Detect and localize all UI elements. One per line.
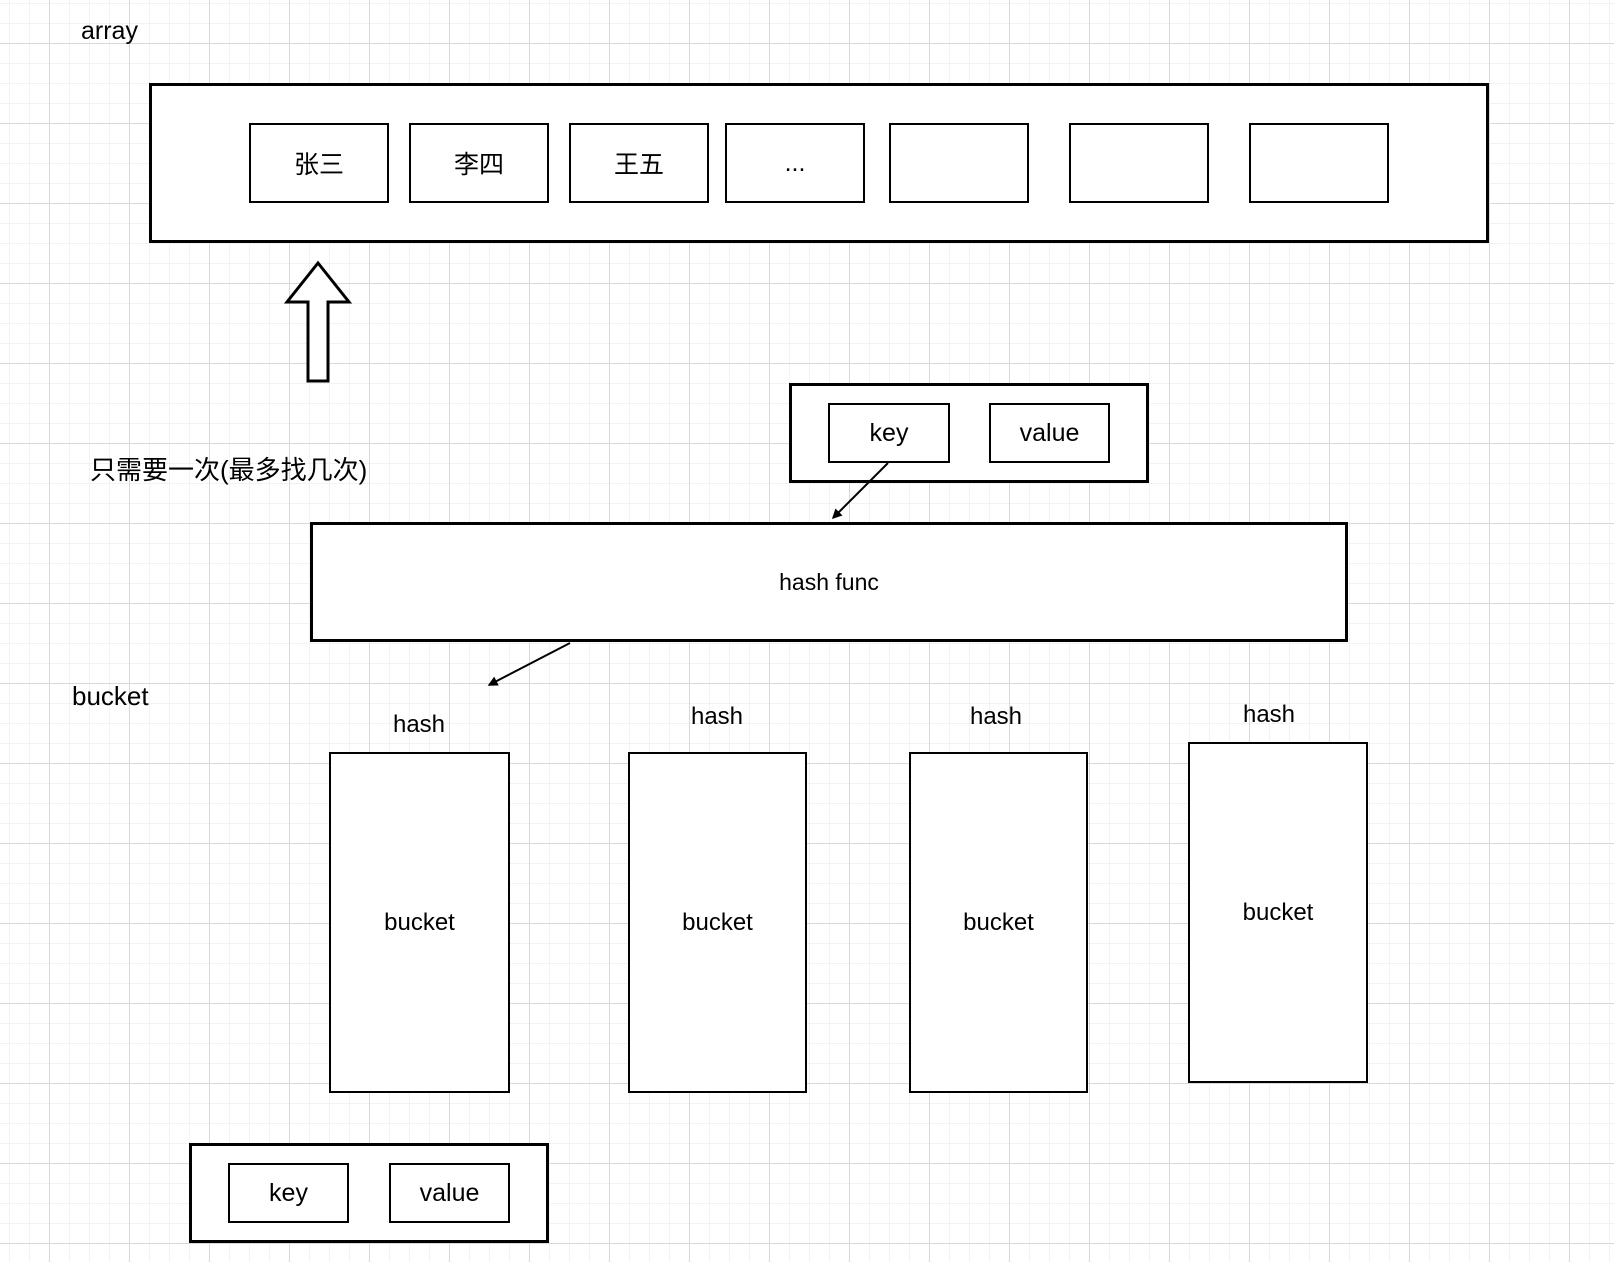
bucket-section-label: bucket xyxy=(72,681,149,711)
kv-bottom-value-cell: value xyxy=(389,1163,510,1223)
hash-label: hash xyxy=(1242,701,1296,728)
array-cell: ... xyxy=(725,123,865,203)
array-cell xyxy=(1069,123,1209,203)
bucket-box-label: bucket xyxy=(1242,898,1314,926)
kv-top-value-cell: value xyxy=(989,403,1110,463)
hash-func-box: hash func xyxy=(310,522,1348,642)
bucket-box: bucket xyxy=(1188,742,1368,1083)
array-cell-label: 张三 xyxy=(293,151,344,179)
bucket-box-label: bucket xyxy=(682,908,753,936)
array-cell xyxy=(889,123,1029,203)
key-label: key xyxy=(269,1178,308,1207)
value-label: value xyxy=(1019,418,1080,447)
array-label: array xyxy=(81,17,138,45)
array-cell xyxy=(1249,123,1389,203)
hash-label: hash xyxy=(392,711,446,738)
bucket-box-label: bucket xyxy=(384,908,455,936)
array-cell: 王五 xyxy=(569,123,709,203)
hash-func-label: hash func xyxy=(779,568,879,595)
key-label: key xyxy=(869,418,909,447)
kv-top-key-cell: key xyxy=(828,403,950,463)
bucket-box: bucket xyxy=(329,752,510,1093)
value-label: value xyxy=(419,1178,480,1207)
array-cell-label: ... xyxy=(784,148,806,177)
bucket-box: bucket xyxy=(909,752,1088,1093)
array-cell-label: 王五 xyxy=(613,151,664,179)
hash-label: hash xyxy=(690,703,744,730)
array-cell-label: 李四 xyxy=(453,151,504,179)
arrow-hashfunc-to-bucket-icon xyxy=(487,642,571,686)
bucket-box-label: bucket xyxy=(963,908,1034,936)
array-cell: 张三 xyxy=(249,123,389,203)
hash-label: hash xyxy=(969,703,1023,730)
kv-bottom-key-cell: key xyxy=(228,1163,349,1223)
bucket-box: bucket xyxy=(628,752,807,1093)
array-cell: 李四 xyxy=(409,123,549,203)
up-arrow-icon xyxy=(283,260,353,383)
note-label: 只需要一次(最多找几次) xyxy=(90,455,368,485)
